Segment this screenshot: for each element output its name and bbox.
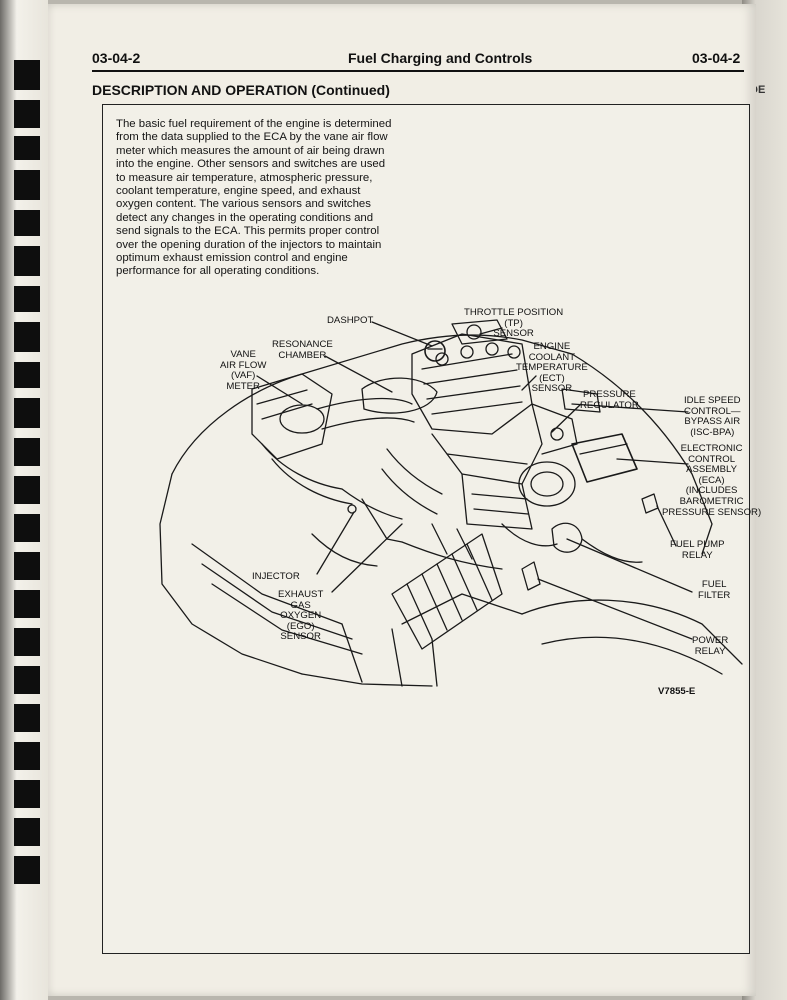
label-line: EXHAUST (278, 589, 324, 600)
manual-page: 03-04-2 Fuel Charging and Controls 03-04… (48, 4, 761, 996)
index-tab (14, 514, 40, 542)
label-line: REGULATOR (580, 399, 639, 411)
label-line: (ISC-BPA) (690, 426, 735, 438)
label-line: AIR FLOW (220, 359, 267, 371)
label-injector: INJECTOR (252, 571, 300, 582)
label-pressure-regulator: PRESSURE REGULATOR (580, 389, 639, 411)
label-engine-coolant-temperature-sensor: ENGINE COOLANT TEMPERATURE (ECT) SENSOR (516, 341, 588, 395)
index-tab (14, 170, 40, 200)
index-tab (14, 100, 40, 128)
label-fuel-pump-relay: FUEL PUMP RELAY (670, 539, 725, 561)
index-tab (14, 552, 40, 580)
label-line: (EGO) (286, 620, 315, 632)
label-line: (ECA) (698, 474, 725, 486)
label-line: TEMPERATURE (516, 362, 588, 374)
index-tab (14, 818, 40, 846)
index-tab (14, 780, 40, 808)
label-fuel-filter: FUEL FILTER (698, 579, 731, 601)
label-throttle-position-sensor: THROTTLE POSITION (TP) SENSOR (464, 307, 564, 340)
label-line: SENSOR (280, 631, 321, 643)
label-line: BAROMETRIC (679, 495, 744, 507)
label-power-relay: POWER RELAY (692, 635, 729, 657)
label-dashpot: DASHPOT (327, 315, 374, 326)
label-line: METER (226, 380, 260, 392)
label-line: (ECT) (539, 372, 565, 384)
label-line: CHAMBER (278, 349, 327, 361)
label-exhaust-gas-oxygen-sensor: EXHAUST GAS OXYGEN (EGO) SENSOR (278, 589, 324, 643)
label-line: PRESSURE (583, 389, 636, 400)
index-tab (14, 322, 40, 352)
page-number-left: 03-04-2 (92, 50, 141, 66)
binding-edge (0, 0, 48, 1000)
section-title: DESCRIPTION AND OPERATION (Continued) (92, 82, 390, 98)
label-line: GAS (290, 599, 311, 611)
label-resonance-chamber: RESONANCE CHAMBER (272, 339, 333, 361)
label-line: BYPASS AIR (684, 416, 741, 428)
paragraph-line: to measure air temperature, atmospheric … (116, 171, 373, 184)
content-frame (102, 104, 750, 954)
label-line: SENSOR (493, 328, 534, 340)
label-line: IDLE SPEED (684, 395, 741, 406)
paragraph-line: detect any changes in the operating cond… (116, 211, 374, 224)
paragraph-line: coolant temperature, engine speed, and e… (116, 185, 361, 198)
label-line: ENGINE (533, 341, 571, 352)
label-line: FUEL PUMP (670, 539, 725, 550)
label-line: FUEL (701, 579, 727, 590)
paragraph-line: optimum exhaust emission control and eng… (116, 252, 348, 265)
label-line: THROTTLE POSITION (464, 307, 564, 318)
index-tab (14, 60, 40, 90)
label-line: SENSOR (531, 383, 573, 395)
index-tab (14, 628, 40, 656)
index-tab (14, 856, 40, 884)
index-tab (14, 246, 40, 276)
description-paragraph: The basic fuel requirement of the engine… (116, 118, 416, 279)
label-line: COOLANT (528, 351, 576, 363)
label-line: RELAY (694, 645, 726, 657)
figure-code: V7855-E (658, 686, 696, 697)
paragraph-line: meter which measures the amount of air b… (116, 144, 385, 157)
page-number-right: 03-04-2 (692, 50, 741, 66)
label-line: PRESSURE SENSOR) (662, 506, 762, 518)
section-name: Fuel Charging and Controls (348, 50, 533, 66)
label-line: RESONANCE (272, 339, 333, 350)
header-rule (92, 70, 744, 72)
label-line: VANE (230, 349, 256, 360)
paragraph-line: over the opening duration of the injecto… (116, 238, 382, 251)
label-electronic-control-assembly: ELECTRONIC CONTROL ASSEMBLY (ECA) (INCLU… (662, 443, 762, 518)
label-line: (TP) (504, 317, 523, 329)
engine-illustration (159, 319, 743, 687)
index-tab (14, 438, 40, 466)
label-idle-speed-control: IDLE SPEED CONTROL— BYPASS AIR (ISC-BPA) (684, 395, 741, 438)
index-tab (14, 136, 40, 160)
label-line: (VAF) (231, 370, 256, 382)
paragraph-line: send signals to the ECA. This permits pr… (116, 225, 380, 238)
index-tab (14, 742, 40, 770)
label-line: OXYGEN (280, 610, 322, 622)
label-line: CONTROL— (684, 405, 741, 417)
label-line: CONTROL (688, 453, 736, 465)
label-line: RELAY (681, 549, 713, 561)
index-tab (14, 286, 40, 312)
label-line: POWER (692, 635, 729, 646)
engine-bay-diagram: DASHPOT THROTTLE POSITION (TP) SENSOR RE… (102, 294, 761, 714)
index-tab (14, 590, 40, 618)
label-line: ASSEMBLY (686, 464, 738, 476)
paragraph-line: into the engine. Other sensors and switc… (116, 158, 386, 171)
index-tab (14, 398, 40, 428)
index-tab (14, 666, 40, 694)
label-line: ELECTRONIC (680, 443, 743, 454)
index-tab (14, 362, 40, 388)
label-vane-air-flow-meter: VANE AIR FLOW (VAF) METER (220, 349, 267, 392)
paragraph-line: performance for all operating conditions… (116, 265, 320, 278)
index-tab (14, 704, 40, 732)
index-tab (14, 476, 40, 504)
label-line: (INCLUDES (685, 485, 738, 497)
paragraph-line: The basic fuel requirement of the engine… (116, 118, 392, 130)
paragraph-line: from the data supplied to the ECA by the… (116, 131, 388, 144)
index-tab (14, 210, 40, 236)
label-line: FILTER (698, 589, 731, 601)
paragraph-line: oxygen content. The various sensors and … (116, 198, 371, 211)
